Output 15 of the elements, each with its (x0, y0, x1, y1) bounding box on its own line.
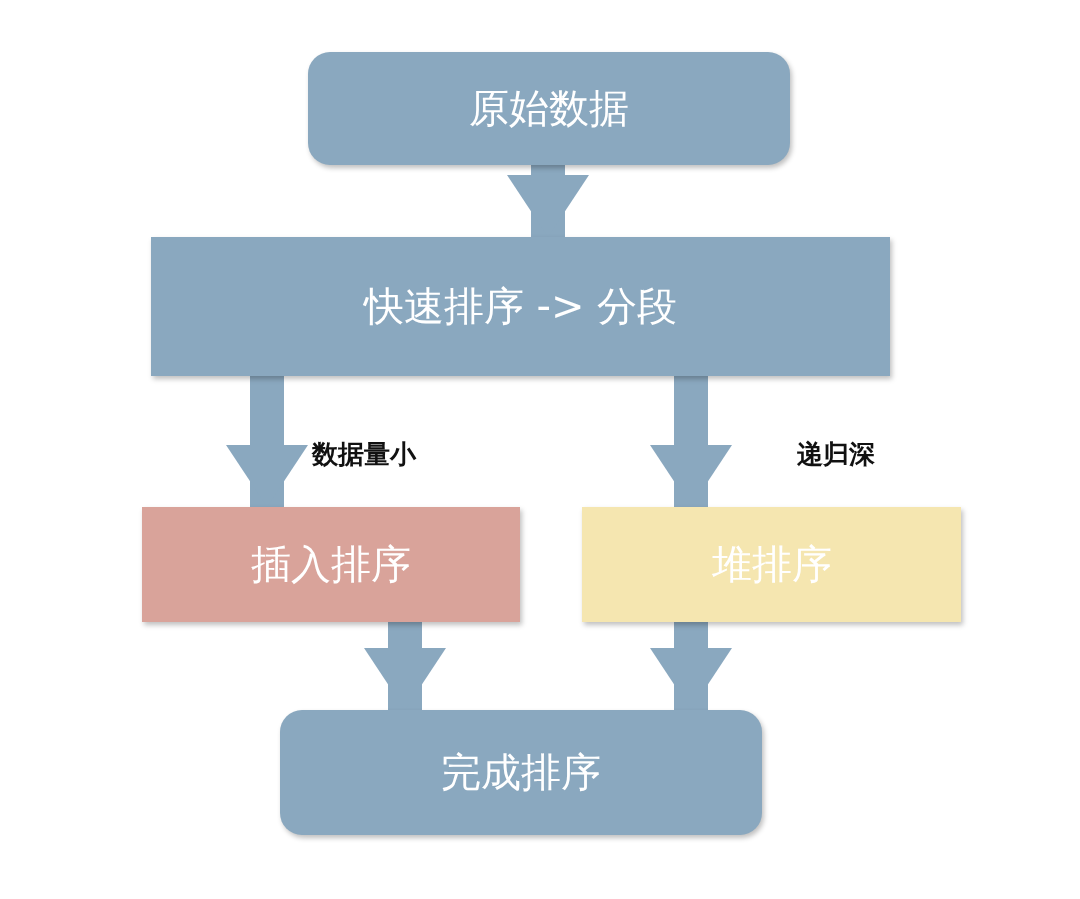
start-box (308, 52, 790, 165)
arrow (650, 622, 732, 710)
arrow (226, 376, 308, 507)
box-label: 堆排序 (711, 540, 832, 589)
arrow (507, 165, 589, 237)
arrow (364, 622, 446, 710)
box-label: 原始数据 (469, 84, 629, 133)
arrow (650, 376, 732, 507)
box-label: 完成排序 (441, 748, 601, 797)
box-label: 快速排序 -> 分段 (363, 282, 678, 331)
process-box (582, 507, 961, 622)
process-box (151, 237, 890, 376)
end-box (280, 710, 762, 835)
process-box (142, 507, 520, 622)
box-label: 插入排序 (251, 540, 411, 589)
